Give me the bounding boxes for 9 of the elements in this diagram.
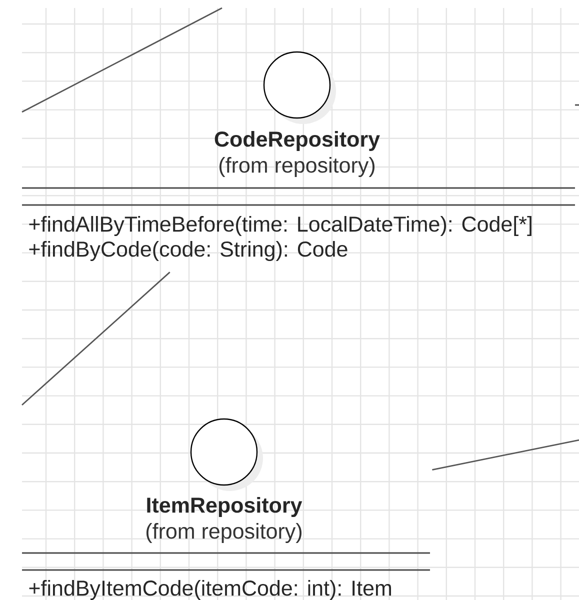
class-name: CodeRepository xyxy=(214,131,380,152)
operation-text: +findByCode(code: String): Code xyxy=(29,241,348,262)
association-line xyxy=(432,439,579,470)
package-note: (from repository) xyxy=(146,523,302,544)
class-name: ItemRepository xyxy=(147,497,302,518)
operation-text: +findByItemCode(itemCode: int): Item xyxy=(29,580,391,600)
association-line xyxy=(22,272,170,406)
operation-text: +findAllByTimeBefore(time: LocalDateTime): Code[*] xyxy=(29,216,532,236)
package-note: (from repository) xyxy=(220,157,374,178)
